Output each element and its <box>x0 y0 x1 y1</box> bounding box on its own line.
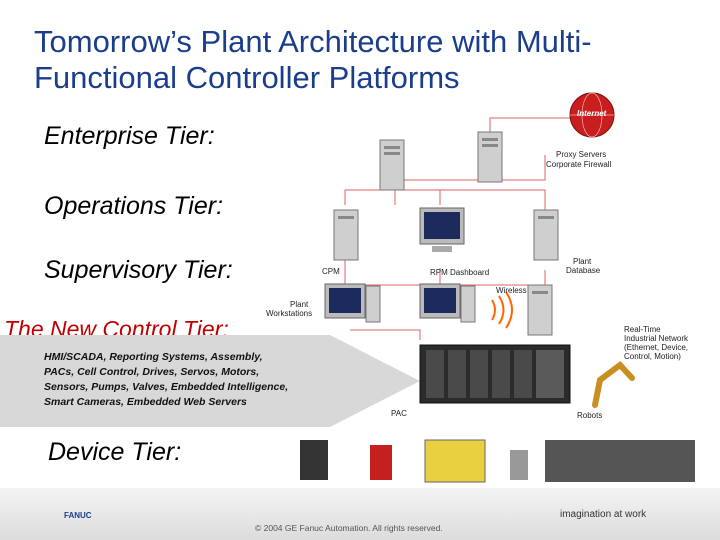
wireless-label: Wireless <box>496 286 527 295</box>
plant-database-label-2: Database <box>566 266 601 275</box>
operations-tier-label: Operations Tier: <box>44 192 224 220</box>
plant-workstations-label-2: Workstations <box>266 309 313 318</box>
plant-database-server-icon <box>533 209 559 261</box>
io-block-icon <box>545 440 695 482</box>
enterprise-tier-label: Enterprise Tier: <box>44 122 215 150</box>
footer-bar <box>0 488 720 540</box>
description-line: Sensors, Pumps, Valves, Embedded Intelli… <box>44 381 289 393</box>
supervisory-tier-label: Supervisory Tier: <box>44 256 233 284</box>
plant-workstation-monitor-icon-2 <box>419 283 476 323</box>
description-line: Smart Cameras, Embedded Web Servers <box>44 396 247 408</box>
description-line: HMI/SCADA, Reporting Systems, Assembly, <box>44 351 263 363</box>
tagline-text: imagination at work <box>560 509 647 520</box>
cpm-server-icon <box>333 209 359 261</box>
device-tier-label: Device Tier: <box>48 438 182 466</box>
drive-icon <box>424 439 486 483</box>
robot-arm-icon <box>592 360 635 408</box>
rt-network-label-3: (Ethernet, Device, <box>624 343 689 352</box>
pac-controller-icon <box>419 344 571 404</box>
robots-label: Robots <box>577 411 603 420</box>
internet-label: Internet <box>577 109 607 118</box>
rt-network-label-2: Industrial Network <box>624 334 689 343</box>
proxy-server-icon-2 <box>477 131 503 183</box>
wireless-server-icon <box>527 284 553 336</box>
device-icons <box>300 439 695 483</box>
description-wedge <box>0 335 420 427</box>
servo-motor-icon <box>300 440 328 480</box>
corporate-firewall-label: Corporate Firewall <box>546 160 612 169</box>
cpm-label: CPM <box>322 267 340 276</box>
rt-network-label-4: Control, Motion) <box>624 352 681 361</box>
internet-globe-icon <box>569 92 615 138</box>
pac-label: PAC <box>391 409 407 418</box>
valve-icon <box>510 450 528 480</box>
rt-network-label-1: Real-Time <box>624 325 661 334</box>
plant-workstations-label-1: Plant <box>290 300 309 309</box>
network-links <box>344 117 585 340</box>
proxy-server-icon-1 <box>379 139 405 191</box>
sensor-icon <box>370 445 392 480</box>
description-line: PACs, Cell Control, Drives, Servos, Moto… <box>44 366 260 378</box>
plant-workstation-monitor-icon-1 <box>324 283 381 323</box>
control-description: HMI/SCADA, Reporting Systems, Assembly, … <box>44 350 334 410</box>
wireless-signal-icon <box>491 291 513 329</box>
rpm-dashboard-label: RPM Dashboard <box>430 268 490 277</box>
plant-database-label-1: Plant <box>573 257 592 266</box>
copyright-text: © 2004 GE Fanuc Automation. All rights r… <box>255 523 443 533</box>
proxy-servers-label: Proxy Servers <box>556 150 607 159</box>
fanuc-logo-text: FANUC <box>64 511 92 520</box>
rpm-dashboard-monitor-icon <box>419 207 465 252</box>
page-title: Tomorrow’s Plant Architecture with Multi… <box>34 24 592 95</box>
